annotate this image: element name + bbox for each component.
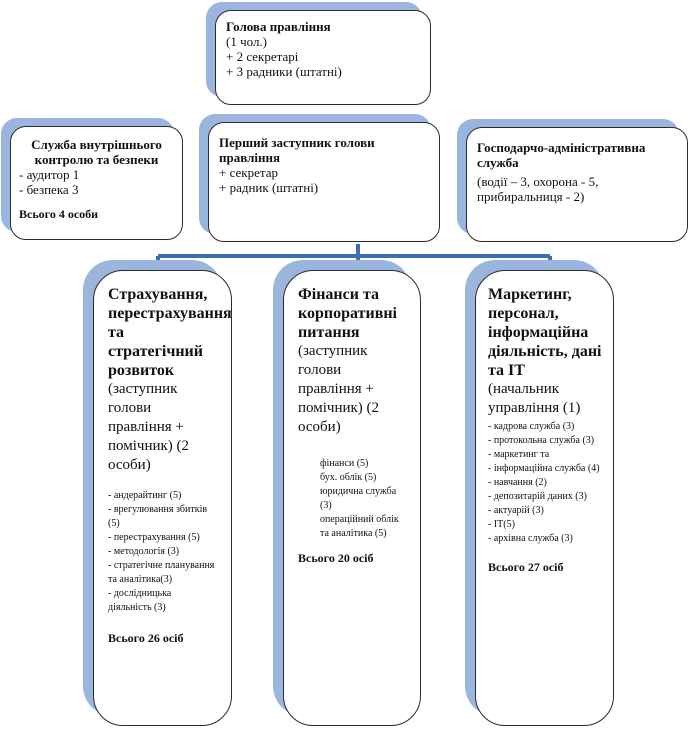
marketing-title: Маркетинг, персонал, інформаційна діяльн… bbox=[488, 286, 602, 379]
marketing-box: Маркетинг, персонал, інформаційна діяльн… bbox=[475, 270, 614, 726]
insurance-subtitle: (заступник голови правління + помічник) … bbox=[108, 381, 190, 473]
first-deputy-line: + радник (штатні) bbox=[219, 180, 319, 195]
list-item: - андерайтинг (5) bbox=[108, 490, 182, 501]
list-item: - депозитарій даних (3) bbox=[488, 491, 587, 502]
list-item: - стратегічне планування та аналітика(3) bbox=[108, 560, 215, 585]
marketing-total: Всього 27 осіб bbox=[488, 560, 564, 574]
list-item: - актуарій (3) bbox=[488, 505, 544, 516]
list-item: бух. облік (5) bbox=[320, 472, 377, 483]
list-item: - ІТ(5) bbox=[488, 519, 515, 530]
admin-service-note: (водії – 3, охорона - 5, прибиральниця -… bbox=[477, 174, 599, 204]
list-item: фінанси (5) bbox=[320, 458, 369, 469]
control-service-line: - аудитор 1 bbox=[19, 167, 80, 182]
finance-box: Фінанси та корпоративні питання (заступн… bbox=[283, 270, 421, 726]
insurance-title: Страхування, перестрахування та стратегі… bbox=[108, 286, 232, 379]
list-item: - навчання (2) bbox=[488, 477, 547, 488]
list-item: - методологія (3) bbox=[108, 546, 180, 557]
list-item: - кадрова служба (3) bbox=[488, 421, 575, 432]
head-line: + 2 секретарі bbox=[226, 49, 299, 64]
list-item: - архівна служба (3) bbox=[488, 533, 573, 544]
head-line: (1 чол.) bbox=[226, 34, 268, 49]
list-item: - дослідницька діяльність (3) bbox=[108, 588, 172, 613]
list-item: - перестрахування (5) bbox=[108, 532, 200, 543]
control-service-title: Служба внутрішнього контролю та безпеки bbox=[31, 137, 162, 167]
list-item: - врегулювання збитків (5) bbox=[108, 504, 208, 529]
list-item: - протокольна служба (3) bbox=[488, 435, 595, 446]
admin-service-title: Господарчо-адміністративна служба bbox=[477, 140, 646, 170]
head-box: Голова правління (1 чол.) + 2 секретарі … bbox=[215, 10, 431, 105]
first-deputy-box: Перший заступник голови правління + секр… bbox=[208, 122, 440, 242]
control-service-line: - безпека 3 bbox=[19, 182, 79, 197]
first-deputy-line: + секретар bbox=[219, 165, 278, 180]
finance-items: фінанси (5) бух. облік (5) юридична служ… bbox=[320, 457, 408, 541]
finance-subtitle: (заступник голови правління + помічник) … bbox=[298, 343, 380, 435]
list-item: - інформаційна служба (4) bbox=[488, 463, 600, 474]
admin-service-box: Господарчо-адміністративна служба (водії… bbox=[466, 127, 688, 242]
head-line: + 3 радники (штатні) bbox=[226, 64, 342, 79]
marketing-items: - кадрова служба (3) - протокольна служб… bbox=[488, 420, 603, 546]
insurance-items: - андерайтинг (5) - врегулювання збитків… bbox=[108, 489, 217, 615]
list-item: - маркетинг та bbox=[488, 449, 550, 460]
first-deputy-title: Перший заступник голови правління bbox=[219, 135, 375, 165]
list-item: операційний облік та аналітика (5) bbox=[320, 514, 399, 539]
insurance-box: Страхування, перестрахування та стратегі… bbox=[93, 270, 232, 726]
control-service-total: Всього 4 особи bbox=[19, 207, 99, 221]
marketing-subtitle: (начальник управління (1) bbox=[488, 381, 581, 416]
control-service-box: Служба внутрішнього контролю та безпеки … bbox=[10, 126, 183, 240]
finance-title: Фінанси та корпоративні питання bbox=[298, 286, 397, 341]
finance-total: Всього 20 осіб bbox=[298, 551, 374, 565]
list-item: юридична служба (3) bbox=[320, 486, 397, 511]
head-title: Голова правління bbox=[226, 19, 331, 34]
insurance-total: Всього 26 осіб bbox=[108, 631, 184, 645]
